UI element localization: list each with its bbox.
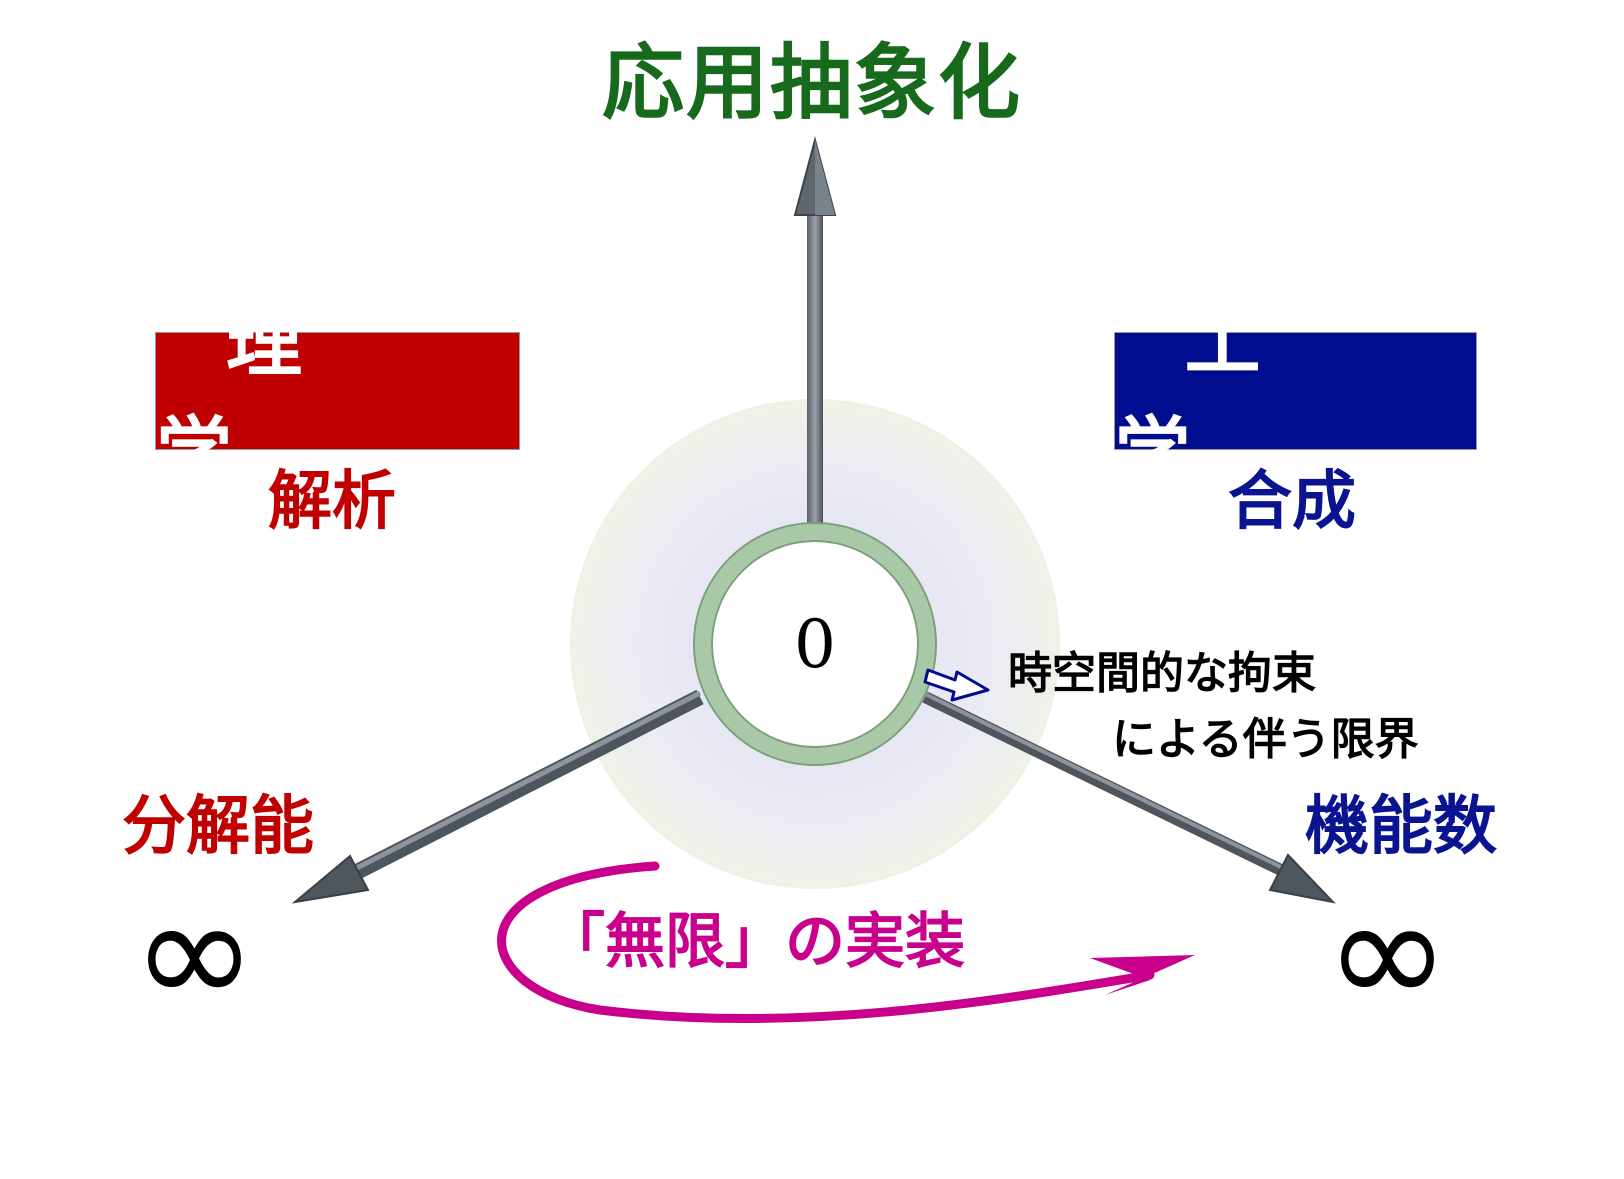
- constraint-arrow: [923, 668, 990, 702]
- engineering-box-label: 工 学: [1114, 298, 1477, 497]
- science-sub-label: 解析: [268, 464, 396, 539]
- right-arrow: [922, 691, 1336, 904]
- constraint-text-line1: 時空間的な拘束: [1008, 648, 1316, 699]
- engineering-box: 工 学: [1114, 298, 1477, 497]
- engineering-sub-label: 合成: [1228, 464, 1356, 539]
- top-arrow: [793, 136, 837, 525]
- center-ring-outline: [693, 522, 937, 766]
- implementation-label: 「無限」の実装: [545, 907, 965, 977]
- center-ring: [695, 524, 935, 764]
- top-axis-label: 応用抽象化: [602, 35, 1023, 131]
- right-axis-label: 機能数: [1305, 789, 1497, 864]
- left-axis-label: 分解能: [122, 789, 314, 864]
- center-ring-inner-outline: [711, 540, 919, 748]
- constraint-text-line2: による伴う限界: [1112, 714, 1419, 765]
- implementation-curve-arrow: [497, 861, 1195, 1024]
- left-infinity-symbol: ∞: [132, 866, 257, 1040]
- left-arrow: [291, 689, 704, 904]
- science-box: 理 学: [155, 298, 520, 497]
- science-box-label: 理 学: [156, 298, 518, 497]
- right-infinity-symbol: ∞: [1325, 866, 1450, 1040]
- center-zero-label: 0: [794, 606, 836, 683]
